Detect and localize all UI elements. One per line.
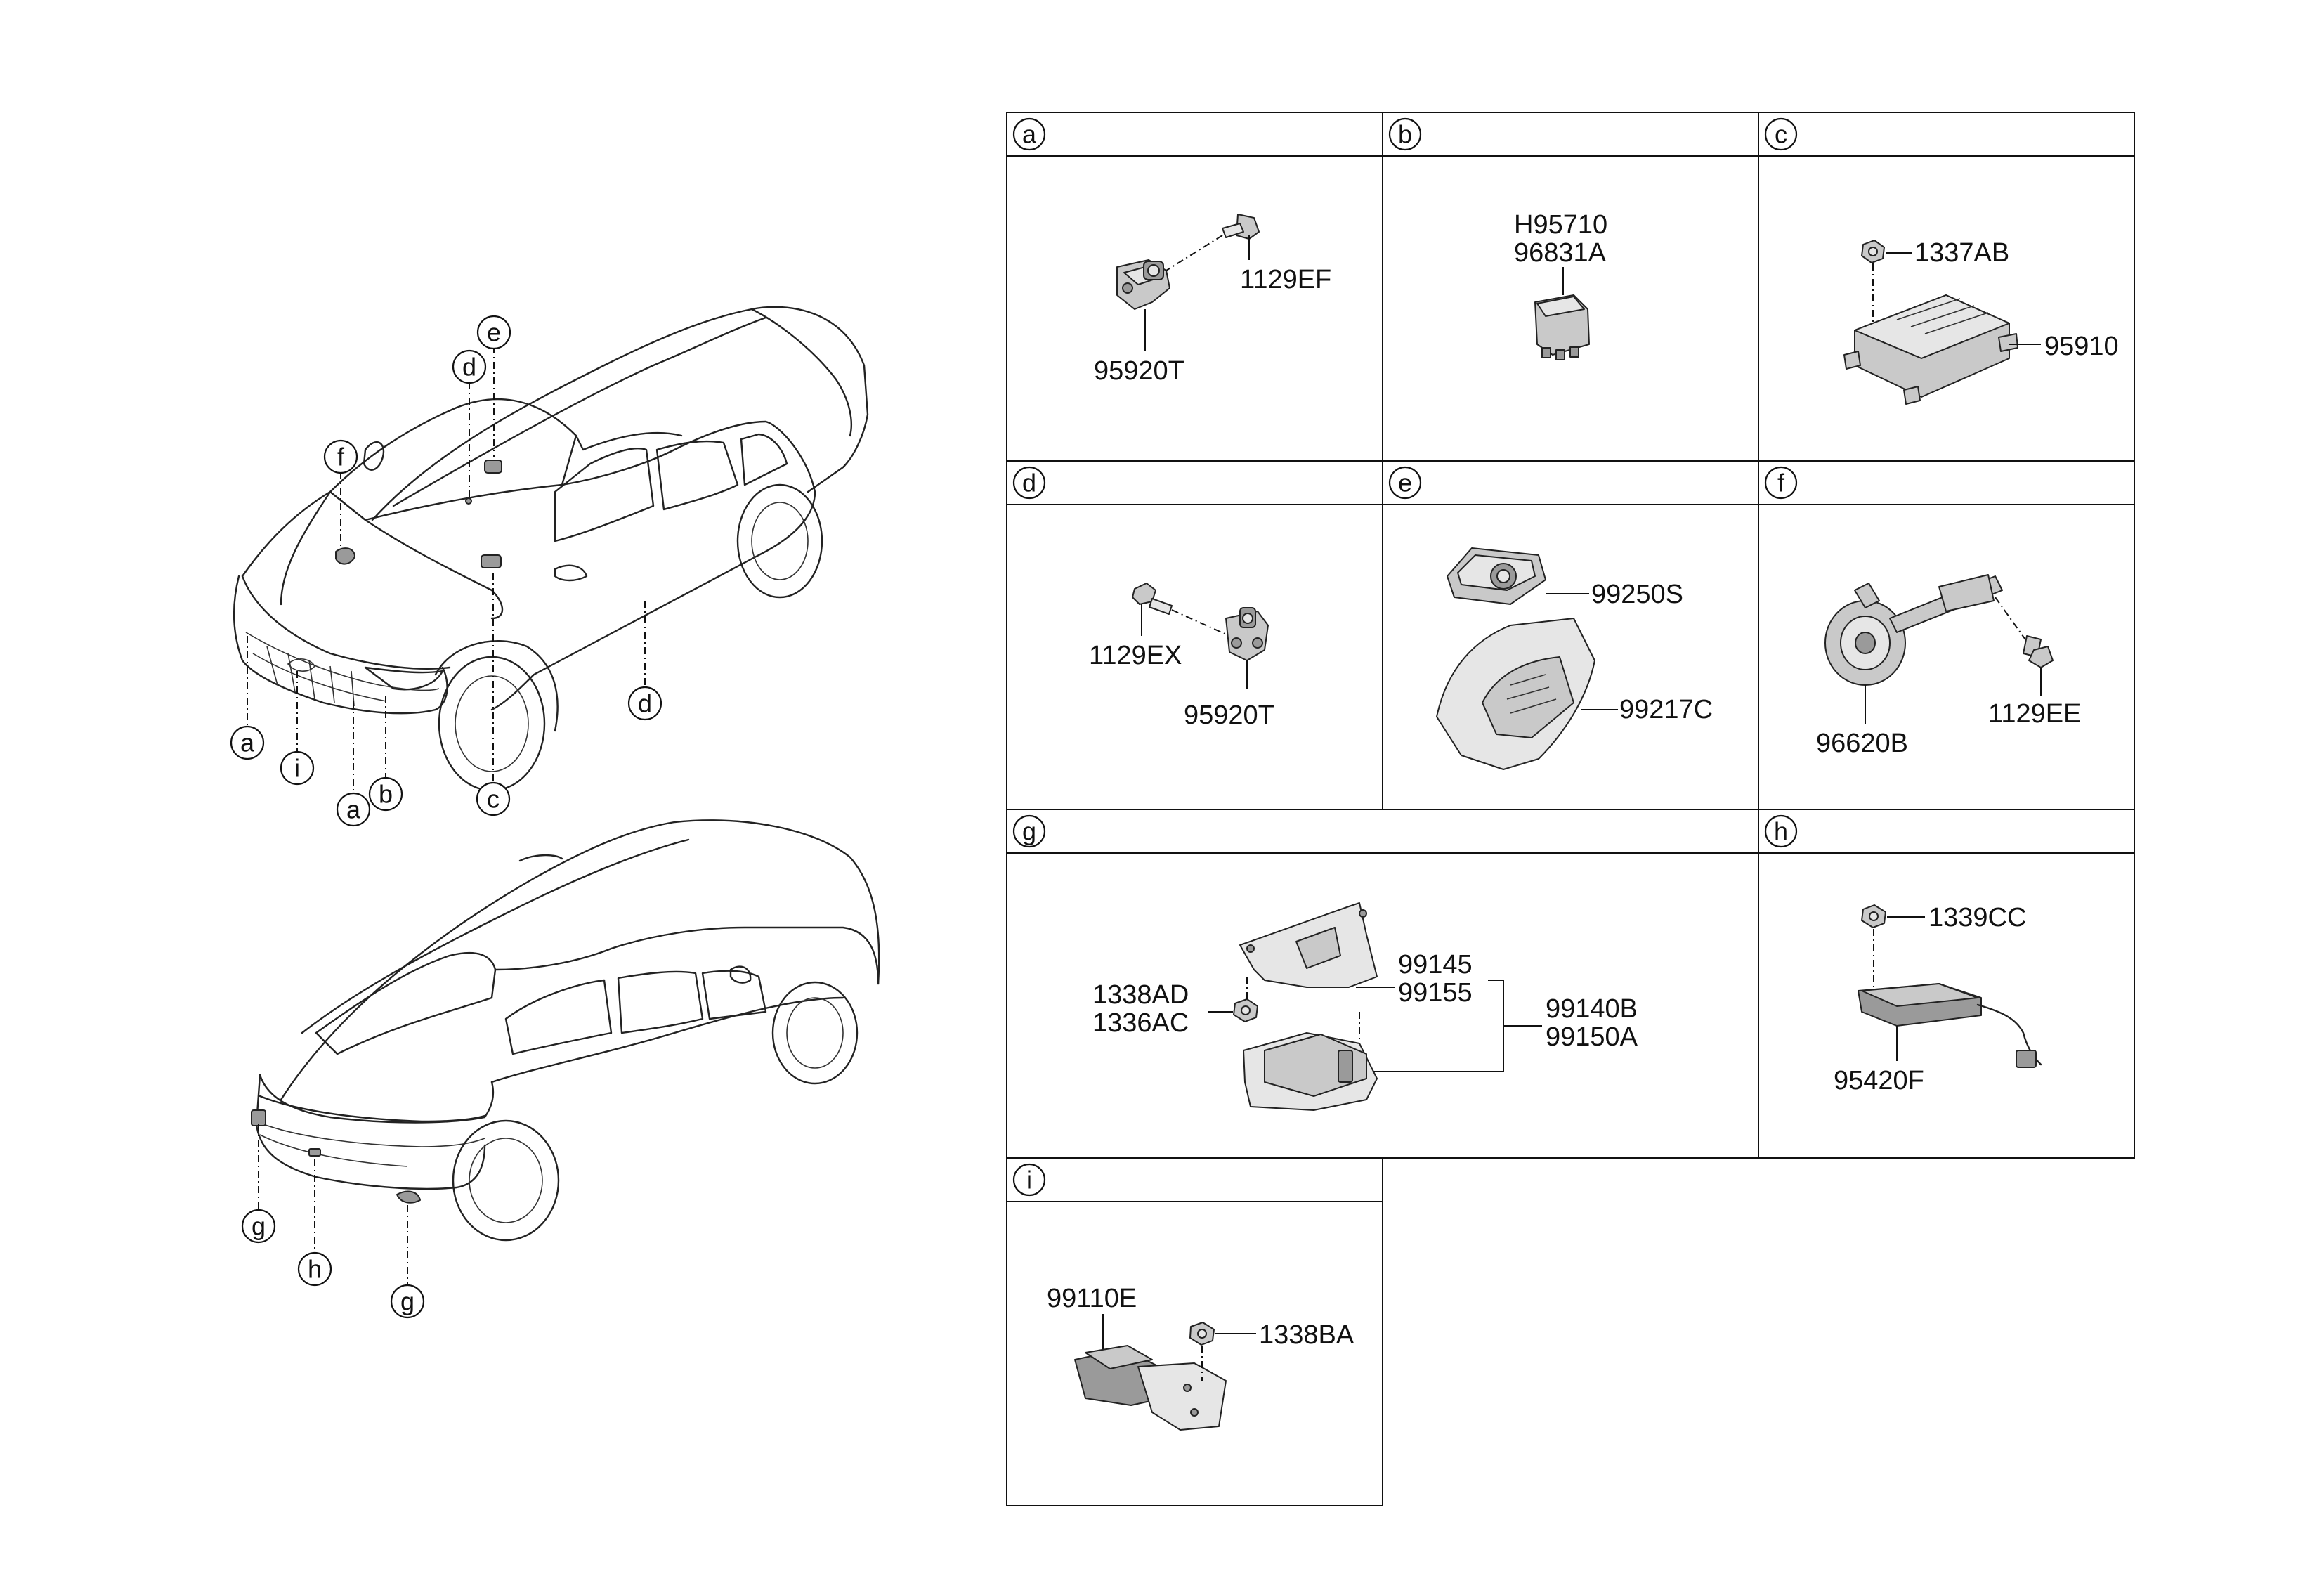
part-96620B: 96620B [1816,729,1908,758]
cell-h-letter: h [1774,817,1788,846]
front-car-leaders [247,346,646,794]
callout-c [476,781,511,816]
part-99140B: 99140B [1546,994,1638,1024]
antenna-module-icon [1858,983,2042,1068]
camera-cover-icon [1436,618,1595,770]
callout-d-top-text: d [462,353,476,382]
cell-g-letter: g [1022,817,1036,846]
parts-table [1006,112,2135,1506]
callout-e [476,315,511,350]
callout-h-text: h [308,1255,322,1284]
callout-g-right [390,1284,425,1319]
callout-a-right-text: a [346,795,361,824]
cell-b-content: H95710 96831A [1514,210,1607,360]
cell-e-letter: e [1398,469,1412,497]
sensor-icon [1116,259,1170,310]
callout-f-text: f [337,443,345,471]
callout-b [368,776,403,812]
callout-g-right-text: g [400,1287,414,1316]
callout-c-text: c [487,785,500,814]
camera-housing-icon [1447,547,1546,605]
part-95920T-d: 95920T [1184,701,1274,730]
part-1129EF: 1129EF [1240,265,1331,294]
callout-b-text: b [379,780,393,809]
callout-i-text: i [294,754,300,783]
part-99250S: 99250S [1591,580,1683,609]
radar-module-icon [1243,1032,1378,1111]
part-1336AC: 1336AC [1092,1008,1189,1038]
callout-d-top [452,349,487,384]
bolt-icon [1222,214,1260,240]
part-99217C: 99217C [1619,695,1713,724]
ecu-module-icon [1843,294,2018,405]
part-1338BA: 1338BA [1259,1320,1354,1350]
cell-c-letter: c [1775,120,1787,149]
part-99150A: 99150A [1546,1022,1638,1052]
part-95420F: 95420F [1834,1066,1924,1095]
part-1129EE: 1129EE [1988,699,2081,729]
bracket-icon [1239,902,1378,988]
callout-d-side [627,686,662,721]
part-99110E: 99110E [1047,1284,1137,1313]
cell-f-letter: f [1777,469,1785,497]
part-1339CC: 1339CC [1928,903,2026,932]
callout-e-text: e [487,318,501,347]
cell-h-content: 1339CC 95420F [1834,903,2042,1095]
sensor-module-icon [1534,294,1590,360]
nut-icon [1233,998,1258,1022]
part-99145: 99145 [1398,950,1473,980]
cell-e-content: 99250S 99217C [1436,547,1713,770]
callout-a-left-text: a [240,729,255,757]
part-1337AB: 1337AB [1914,238,2009,268]
part-99155: 99155 [1398,978,1473,1008]
cell-g-content: 1338AD 1336AC 99145 99155 99140B 99150A [1092,902,1638,1111]
radar-sensor-icon [1074,1345,1227,1431]
nut-icon [1861,240,1885,263]
nut-icon [1189,1322,1215,1346]
cell-c-content: 1337AB 95910 [1843,238,2119,405]
part-1338AD: 1338AD [1092,980,1189,1010]
cell-f-content: 1129EE 96620B [1816,574,2081,758]
horn-icon [1824,574,2003,686]
cell-b-letter: b [1398,120,1412,149]
bolt-icon [2023,635,2054,668]
rear-car-callouts: g h g [241,1209,425,1319]
car-rear-view [251,819,880,1242]
part-H95710: H95710 [1514,210,1607,240]
car-front-view [233,306,869,792]
nut-icon [1861,904,1886,928]
cell-a-letter: a [1022,120,1037,149]
part-1129EX: 1129EX [1089,641,1182,670]
cell-d-content: 1129EX 95920T [1089,583,1274,730]
bolt-icon [1132,583,1173,615]
rear-car-leaders [258,1124,408,1286]
part-96831A: 96831A [1514,238,1607,268]
callout-f [323,439,358,474]
callout-d-side-text: d [638,689,652,718]
sensor-icon [1225,607,1269,661]
cell-a-content: 1129EF 95920T [1094,214,1331,386]
cell-d-letter: d [1022,469,1036,497]
cell-i-content: 99110E 1338BA [1047,1284,1354,1431]
cell-letters: a b c d e f g h i [1012,117,1798,1197]
part-95920T-a: 95920T [1094,356,1184,386]
callout-a-left [230,725,265,760]
callout-g-left-text: g [252,1212,266,1241]
callout-g-left [241,1209,276,1244]
callout-h [297,1251,332,1287]
front-car-callouts: e d f d a i a b c [230,315,662,827]
callout-i [280,750,315,786]
callout-a-right [336,792,371,827]
part-95910: 95910 [2044,332,2119,361]
cell-i-letter: i [1026,1166,1032,1195]
